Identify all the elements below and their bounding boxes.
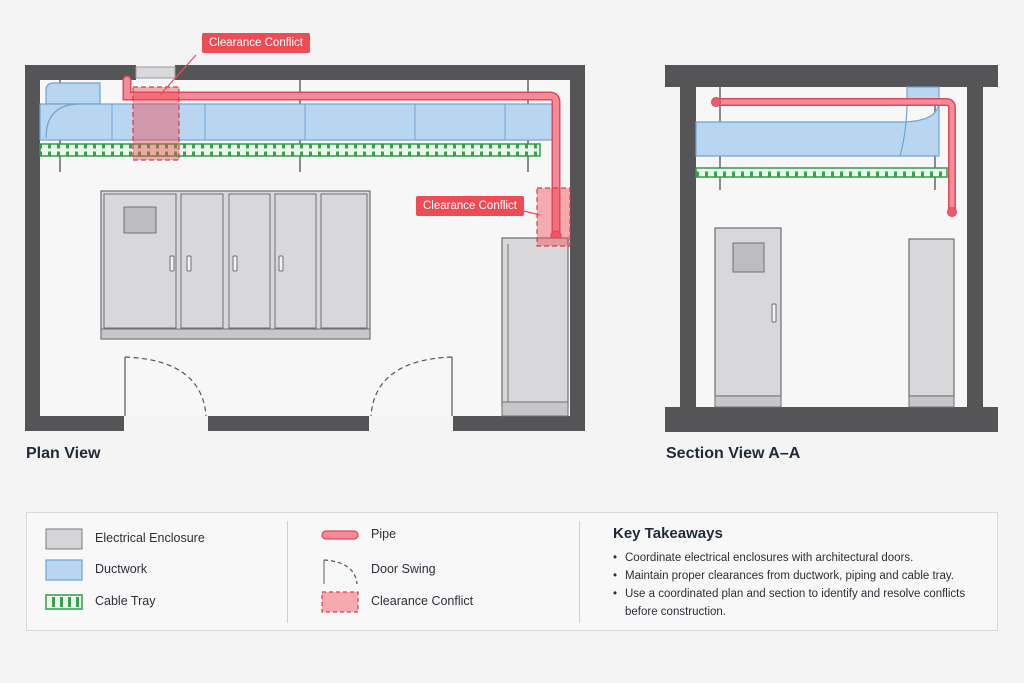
- duct-swatch-icon: [45, 559, 83, 581]
- legend-label: Cable Tray: [95, 594, 156, 608]
- conflict-tag-top: Clearance Conflict: [202, 33, 310, 53]
- takeaway-item: Maintain proper clearances from ductwork…: [613, 567, 993, 585]
- plan-door-swings: [124, 356, 453, 417]
- plan-walls: [25, 65, 585, 431]
- legend-panel: Electrical Enclosure Ductwork Cable Tray…: [26, 512, 998, 631]
- legend-label: Clearance Conflict: [371, 594, 474, 608]
- pipe-swatch-icon: [321, 530, 359, 540]
- section-enclosure-right: [908, 238, 955, 408]
- section-walls: [665, 65, 998, 432]
- section-pipe: [711, 97, 957, 217]
- key-takeaways-title: Key Takeaways: [613, 525, 723, 542]
- plan-view-title: Plan View: [26, 445, 101, 462]
- section-enclosure-left: [714, 227, 782, 408]
- legend-label: Ductwork: [95, 562, 148, 576]
- wall-opening: [135, 66, 176, 79]
- plan-enclosure-lineup: [100, 190, 371, 340]
- door-swing-swatch-icon: [323, 559, 358, 585]
- cable-tray-swatch-icon: [45, 594, 83, 610]
- section-view-title: Section View A–A: [666, 445, 801, 462]
- section-view: [665, 65, 998, 432]
- plan-view: [25, 54, 585, 431]
- legend-label: Pipe: [371, 527, 397, 541]
- legend-divider: [579, 521, 580, 623]
- legend-label: Door Swing: [371, 562, 436, 576]
- conflict-swatch-icon: [321, 591, 359, 613]
- legend-label: Electrical Enclosure: [95, 531, 205, 545]
- legend-divider: [287, 521, 288, 623]
- section-cable-tray: [695, 167, 948, 178]
- takeaway-item: Coordinate electrical enclosures with ar…: [613, 549, 993, 567]
- section-ductwork: [695, 86, 940, 157]
- plan-conflict-zones: [132, 86, 571, 247]
- takeaway-item: Use a coordinated plan and section to id…: [613, 585, 993, 621]
- conflict-tag-right: Clearance Conflict: [416, 196, 524, 216]
- enclosure-swatch-icon: [45, 528, 83, 550]
- plan-cable-tray: [39, 143, 541, 157]
- key-takeaways-list: Coordinate electrical enclosures with ar…: [613, 549, 993, 621]
- plan-tall-enclosure: [501, 237, 569, 417]
